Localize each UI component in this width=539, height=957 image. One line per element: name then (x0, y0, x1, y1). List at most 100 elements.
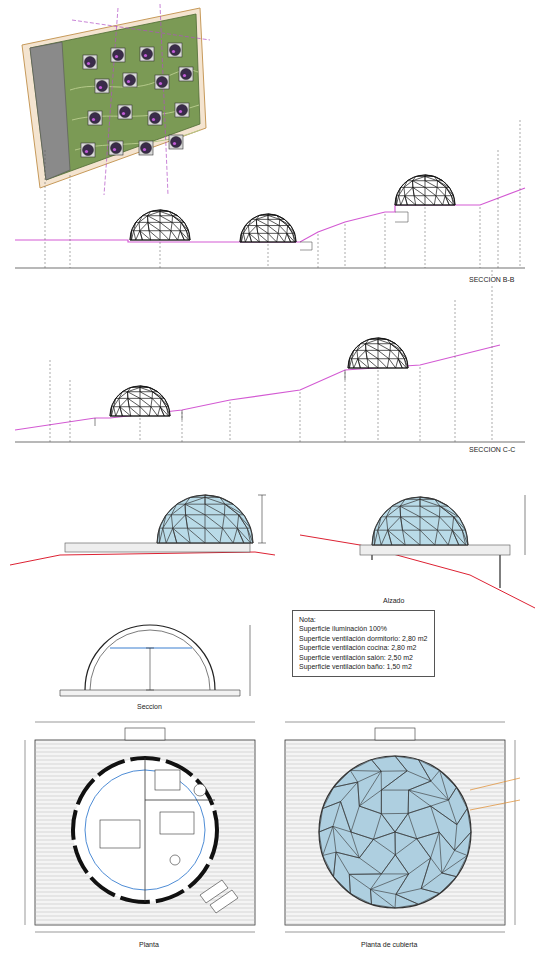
path-shape (110, 386, 170, 416)
section-lines (72, 4, 210, 195)
dome-door (172, 50, 175, 53)
note-line: Superficie ventilación baño: 1,50 m2 (299, 662, 428, 671)
view-title: Seccion (136, 703, 163, 711)
deck-platform (139, 141, 153, 155)
path-shape (259, 214, 276, 215)
dome-site (125, 75, 136, 86)
deck-platform (35, 740, 255, 925)
geodesic-dome (348, 338, 408, 368)
path-shape (392, 499, 448, 506)
dome-door (113, 148, 116, 151)
deck-platform (65, 543, 250, 552)
path-shape (348, 359, 408, 368)
geodesic-dome (110, 386, 170, 416)
path-shape (166, 504, 244, 515)
path-shape (369, 338, 388, 339)
deck-platform (155, 75, 169, 89)
path-shape (142, 211, 177, 215)
geodesic-dome (395, 175, 455, 205)
path-shape (348, 338, 408, 368)
deck-boards (285, 744, 505, 924)
dome-door (115, 55, 118, 58)
dome-door (183, 74, 186, 77)
path-shape (240, 214, 296, 242)
deck-platform (360, 545, 510, 555)
path-shape (157, 528, 253, 543)
deck-platform (109, 141, 123, 155)
dome-door (173, 142, 176, 145)
dimension-line (146, 625, 250, 696)
dome-site (141, 143, 152, 154)
ground-line (300, 535, 535, 608)
retaining-wall (95, 370, 345, 426)
dome-door (159, 82, 162, 85)
deck-boards (35, 744, 255, 924)
path-shape (177, 497, 233, 504)
path-shape (319, 756, 471, 908)
dimension-line (258, 495, 266, 543)
deck-platform (168, 43, 182, 57)
note-box: Nota:Superficie iluminación 100%Superfic… (292, 610, 435, 677)
entry-step (125, 728, 165, 740)
deck-platform (285, 740, 505, 925)
deck-platform (148, 111, 162, 125)
path-shape (131, 222, 188, 230)
path-shape (416, 175, 435, 176)
retaining-wall (300, 212, 408, 250)
deck-platform (169, 135, 183, 149)
deck-platform (175, 103, 189, 117)
path-shape (157, 495, 253, 543)
note-heading: Nota: (299, 615, 428, 624)
path-shape (252, 215, 285, 219)
deck-platform (118, 105, 132, 119)
path-shape (110, 407, 170, 416)
site-terrain (30, 14, 200, 180)
lounger (200, 880, 238, 913)
view-title: Alzado (382, 597, 405, 605)
deck-platform (88, 111, 102, 125)
dome-site (111, 143, 122, 154)
deck-platform (140, 47, 154, 61)
path-shape (159, 515, 250, 528)
site-boundary (22, 8, 206, 188)
grid-lines (45, 120, 520, 268)
deck-platform (179, 67, 193, 81)
geodesic-dome (240, 214, 296, 242)
path-shape (407, 176, 442, 180)
grid-lines (50, 270, 492, 442)
dome-door (179, 110, 182, 113)
bed (100, 820, 140, 848)
path-shape (360, 339, 395, 343)
table (160, 812, 194, 834)
path-shape (401, 181, 450, 188)
deck-platform (83, 55, 97, 69)
path-shape (111, 398, 168, 406)
dome-site (150, 113, 161, 124)
path-shape (354, 344, 403, 351)
dimension-line (525, 495, 526, 555)
bathroom-fixture (155, 770, 180, 790)
dome-door (152, 118, 155, 121)
path-shape (130, 210, 190, 240)
path-shape (136, 216, 185, 223)
dome-site (171, 137, 182, 148)
path-shape (241, 226, 294, 234)
dome-door (127, 80, 130, 83)
deck-platform (95, 79, 109, 93)
dimension-line (25, 722, 515, 932)
path-shape (396, 187, 453, 195)
path-shape (116, 392, 165, 399)
geodesic-dome (130, 210, 190, 240)
path-shape (130, 231, 190, 240)
note-line: Superficie ventilación salón: 2,50 m2 (299, 653, 428, 662)
dome-site (90, 113, 101, 124)
path-shape (395, 196, 455, 205)
entry-step (375, 728, 415, 740)
path-shape (122, 387, 157, 391)
chair (170, 855, 180, 865)
geodesic-dome (372, 497, 468, 545)
section-title: SECCION C-C (468, 446, 516, 454)
dome-door (85, 150, 88, 153)
